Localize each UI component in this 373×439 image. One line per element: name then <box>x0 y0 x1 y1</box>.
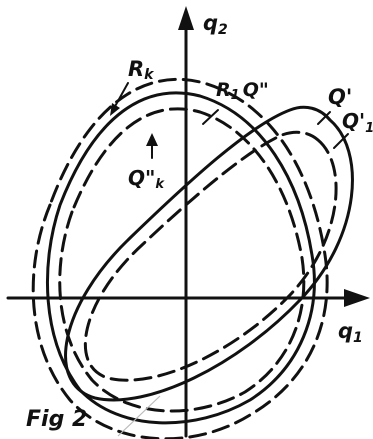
q2-axis-arrowhead <box>178 6 194 30</box>
q1-axis-arrowhead <box>344 289 370 307</box>
label-Qk: Q"k <box>128 166 165 192</box>
leader-Q1prime <box>333 133 349 149</box>
curve-Qprime <box>64 105 354 402</box>
label-Rk: Rk <box>128 57 155 83</box>
curve-Qk <box>58 107 306 413</box>
curve-Rk <box>31 77 329 439</box>
leader-R1Q <box>202 109 219 125</box>
scan-stroke <box>117 395 161 437</box>
leader-Qk-arrowhead <box>146 133 158 146</box>
label-Q1prime: Q'1 <box>342 109 373 136</box>
q2-axis-label: q2 <box>203 11 228 38</box>
curve-Q1prime <box>83 130 338 382</box>
label-Qprime: Q' <box>328 85 352 109</box>
leader-Rk-arrowhead <box>110 103 120 116</box>
q1-axis-label: q1 <box>338 319 363 346</box>
figure-caption: Fig 2 <box>26 407 87 432</box>
leader-Qprime <box>317 111 331 125</box>
